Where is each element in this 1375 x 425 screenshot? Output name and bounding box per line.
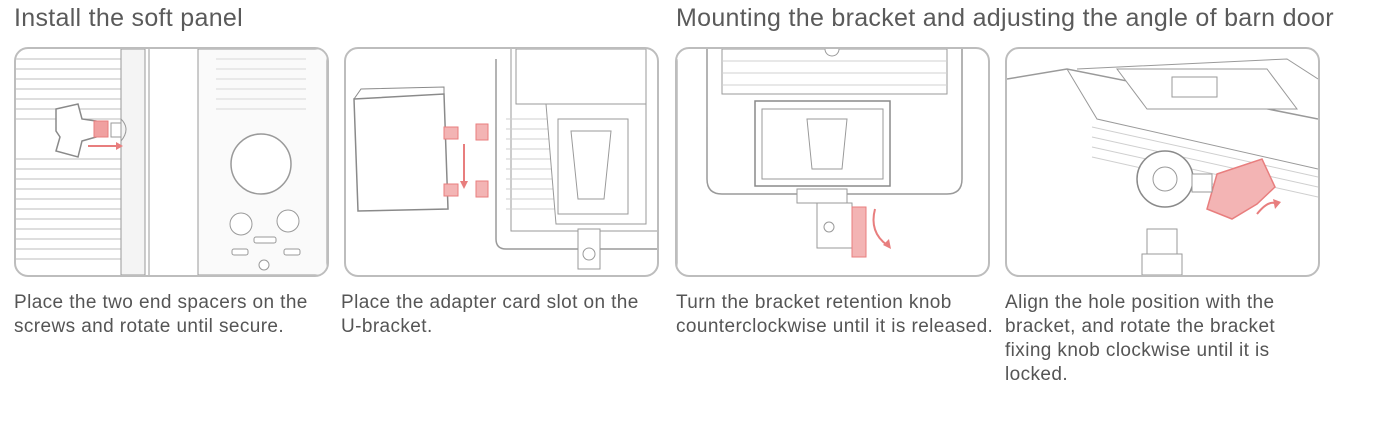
step-2-caption: Place the adapter card slot on the U-bra… [341,292,639,337]
rotate-cw-icon [1256,199,1281,215]
step-3-caption: Turn the bracket retention knob counterc… [676,292,994,337]
step-1-illustration [14,47,329,277]
step-4-drawing [1007,58,1318,275]
step-1-caption: Place the two end spacers on the screws … [14,292,308,337]
step-2-drawing [353,49,657,270]
arrow-down-icon [460,144,468,189]
section-title-mounting-bracket: Mounting the bracket and adjusting the a… [676,4,1334,32]
rotate-ccw-icon [872,208,891,249]
step-3-drawing [677,49,963,275]
step-4-caption: Align the hole position with the bracket… [1005,292,1276,385]
step-4-illustration [1005,47,1320,277]
step-2-illustration [344,47,659,277]
step-1-drawing [16,49,327,275]
section-title-install-soft-panel: Install the soft panel [14,4,243,32]
step-3-illustration [675,47,990,277]
arrow-right-icon [88,142,123,150]
